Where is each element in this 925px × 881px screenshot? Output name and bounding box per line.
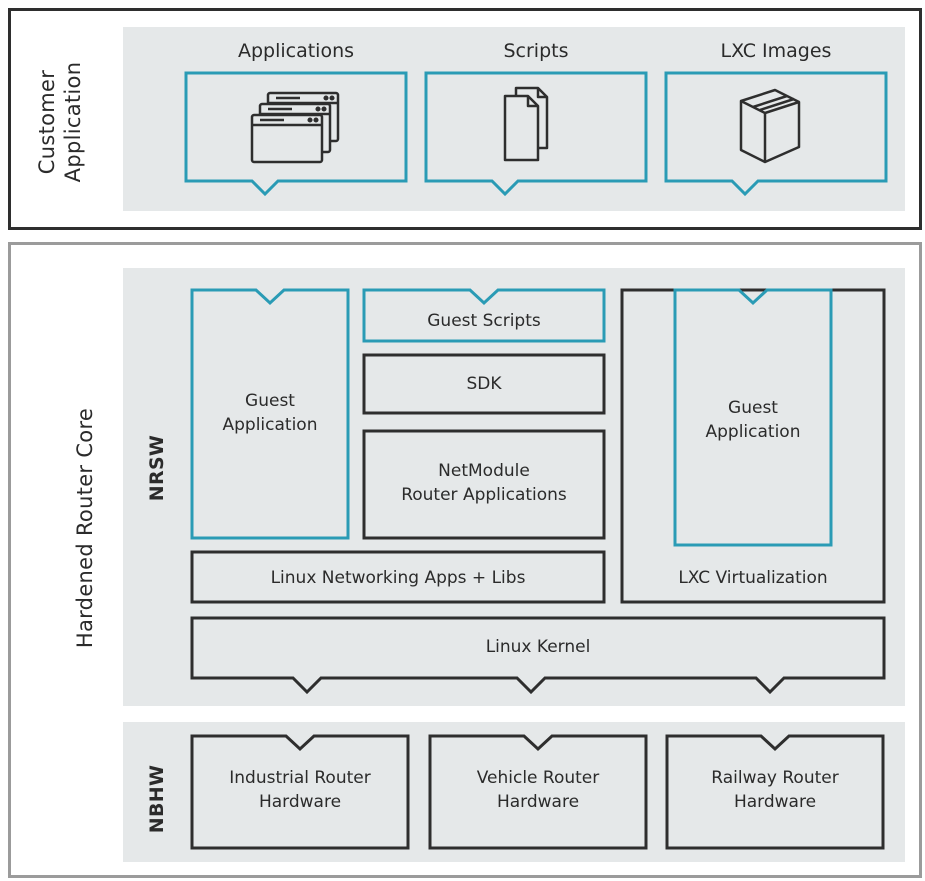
industrial-line1: Industrial Router bbox=[229, 768, 371, 788]
nbhw-band bbox=[123, 722, 905, 862]
sdk-box bbox=[362, 353, 606, 415]
guest-app-left-line2: Application bbox=[222, 415, 318, 435]
guest-application-right-box bbox=[673, 288, 833, 547]
railway-hardware-box bbox=[665, 734, 885, 850]
customer-application-frame bbox=[8, 8, 922, 230]
guest-application-right-label: Guest Application bbox=[675, 396, 831, 444]
railway-router-hardware-label: Railway Router Hardware bbox=[667, 766, 883, 814]
guest-scripts-box bbox=[362, 288, 606, 343]
linux-networking-label: Linux Networking Apps + Libs bbox=[270, 568, 526, 588]
applications-box bbox=[184, 71, 408, 197]
vehicle-line2: Hardware bbox=[496, 792, 580, 812]
vehicle-hardware-box bbox=[428, 734, 648, 850]
guest-application-left-label: Guest Application bbox=[192, 389, 348, 437]
windows-icon bbox=[250, 91, 340, 164]
applications-title: Applications bbox=[237, 40, 355, 62]
linux-networking-box bbox=[190, 550, 606, 604]
documents-icon bbox=[503, 86, 549, 162]
linux-kernel-box bbox=[190, 616, 886, 695]
industrial-hardware-box bbox=[190, 734, 410, 850]
scripts-box bbox=[424, 71, 648, 197]
industrial-router-hardware-label: Industrial Router Hardware bbox=[192, 766, 408, 814]
lxc-images-box bbox=[664, 71, 888, 197]
lxc-virtualization-label: LXC Virtualization bbox=[678, 568, 828, 588]
sdk-label: SDK bbox=[466, 374, 502, 394]
railway-line2: Hardware bbox=[733, 792, 817, 812]
linux-kernel-label: Linux Kernel bbox=[485, 637, 591, 657]
hardened-router-core-frame bbox=[8, 242, 922, 878]
netmodule-line2: Router Applications bbox=[401, 485, 567, 505]
industrial-line2: Hardware bbox=[258, 792, 342, 812]
guest-scripts-label: Guest Scripts bbox=[427, 311, 541, 331]
lxc-images-title: LXC Images bbox=[720, 40, 832, 62]
box-icon bbox=[739, 88, 801, 164]
netmodule-box bbox=[362, 429, 606, 540]
guest-application-left-box bbox=[190, 288, 350, 540]
railway-line1: Railway Router bbox=[711, 768, 839, 788]
lxc-virtualization-box bbox=[620, 288, 886, 604]
vehicle-line1: Vehicle Router bbox=[476, 768, 600, 788]
vehicle-router-hardware-label: Vehicle Router Hardware bbox=[430, 766, 646, 814]
scripts-title: Scripts bbox=[503, 40, 569, 62]
netmodule-line1: NetModule bbox=[438, 461, 530, 481]
netmodule-router-apps-label: NetModule Router Applications bbox=[364, 459, 604, 507]
guest-app-right-line1: Guest bbox=[728, 398, 778, 418]
guest-app-right-line2: Application bbox=[705, 422, 801, 442]
guest-app-left-line1: Guest bbox=[245, 391, 295, 411]
